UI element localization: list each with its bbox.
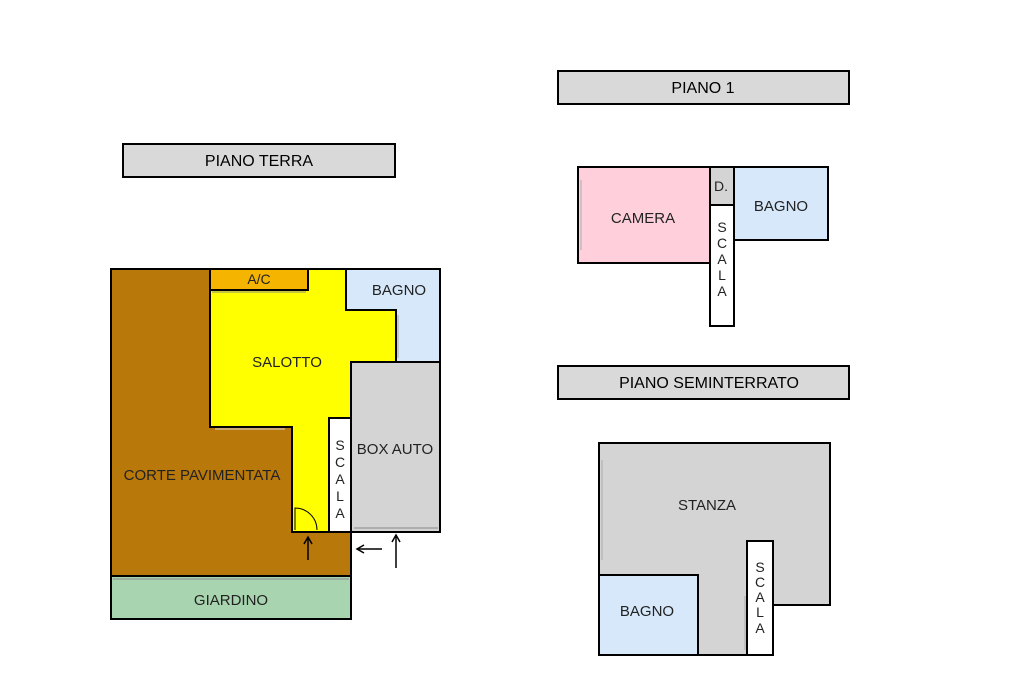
room-box-auto	[350, 361, 441, 533]
stair-seminterrato	[746, 540, 774, 656]
header-piano-seminterrato-label: PIANO SEMINTERRATO	[619, 375, 799, 392]
label-bagno-p1: BAGNO	[754, 198, 808, 215]
label-salotto: SALOTTO	[252, 354, 322, 371]
door-arc	[294, 507, 318, 531]
scala-p1-letter: C	[717, 235, 727, 251]
ground-floor-plan: CORTE PAVIMENTATA SALOTTO A/C BAGNO BOX …	[110, 268, 441, 620]
scala-p1-letter: S	[717, 219, 726, 235]
entry-arrow-left-icon	[355, 544, 382, 554]
header-piano-terra: PIANO TERRA	[122, 143, 396, 178]
stair-p1	[709, 204, 735, 327]
scala-terra-letter: A	[335, 505, 345, 521]
scala-terra-letter: C	[335, 454, 345, 470]
label-disimpegno: D.	[714, 178, 728, 194]
entry-arrow-icon	[303, 535, 313, 560]
stair-terra	[328, 417, 352, 533]
label-box-auto: BOX AUTO	[357, 441, 433, 458]
label-bagno-seminterrato: BAGNO	[620, 603, 674, 620]
room-disimpegno	[709, 166, 735, 206]
scala-terra-letter: S	[335, 437, 344, 453]
label-scala-terra: S C A L A	[335, 437, 345, 521]
label-bagno-terra: BAGNO	[372, 282, 426, 299]
label-scala-p1: S C A L A	[717, 219, 727, 299]
label-giardino: GIARDINO	[194, 592, 268, 609]
label-corte: CORTE PAVIMENTATA	[124, 467, 281, 484]
scala-terra-letter: L	[336, 488, 344, 504]
scala-sem-letter: A	[755, 589, 765, 605]
scala-p1-letter: L	[718, 267, 726, 283]
label-ac: A/C	[247, 271, 270, 287]
room-bagno-seminterrato	[598, 574, 699, 656]
scala-p1-letter: A	[717, 251, 727, 267]
first-floor-plan: CAMERA D. BAGNO S C A L A	[577, 166, 829, 327]
room-camera	[577, 166, 711, 264]
label-scala-seminterrato: S C A L A	[755, 559, 765, 636]
scala-sem-letter: L	[756, 604, 764, 620]
scala-p1-letter: A	[717, 283, 727, 299]
header-piano-terra-label: PIANO TERRA	[205, 153, 314, 170]
header-piano-seminterrato: PIANO SEMINTERRATO	[557, 365, 850, 400]
scala-terra-letter: A	[335, 471, 345, 487]
entry-arrow-icon-2	[391, 533, 401, 568]
label-camera: CAMERA	[611, 210, 675, 227]
room-ac	[209, 268, 309, 291]
scala-sem-letter: A	[755, 620, 765, 636]
room-bagno-p1	[733, 166, 829, 241]
label-stanza: STANZA	[678, 497, 736, 514]
room-giardino	[110, 575, 352, 620]
header-piano-1-label: PIANO 1	[671, 80, 734, 97]
scala-sem-letter: S	[755, 559, 764, 575]
basement-floor-plan: STANZA BAGNO S C A L A	[598, 442, 831, 656]
header-piano-1: PIANO 1	[557, 70, 850, 105]
scala-sem-letter: C	[755, 574, 765, 590]
